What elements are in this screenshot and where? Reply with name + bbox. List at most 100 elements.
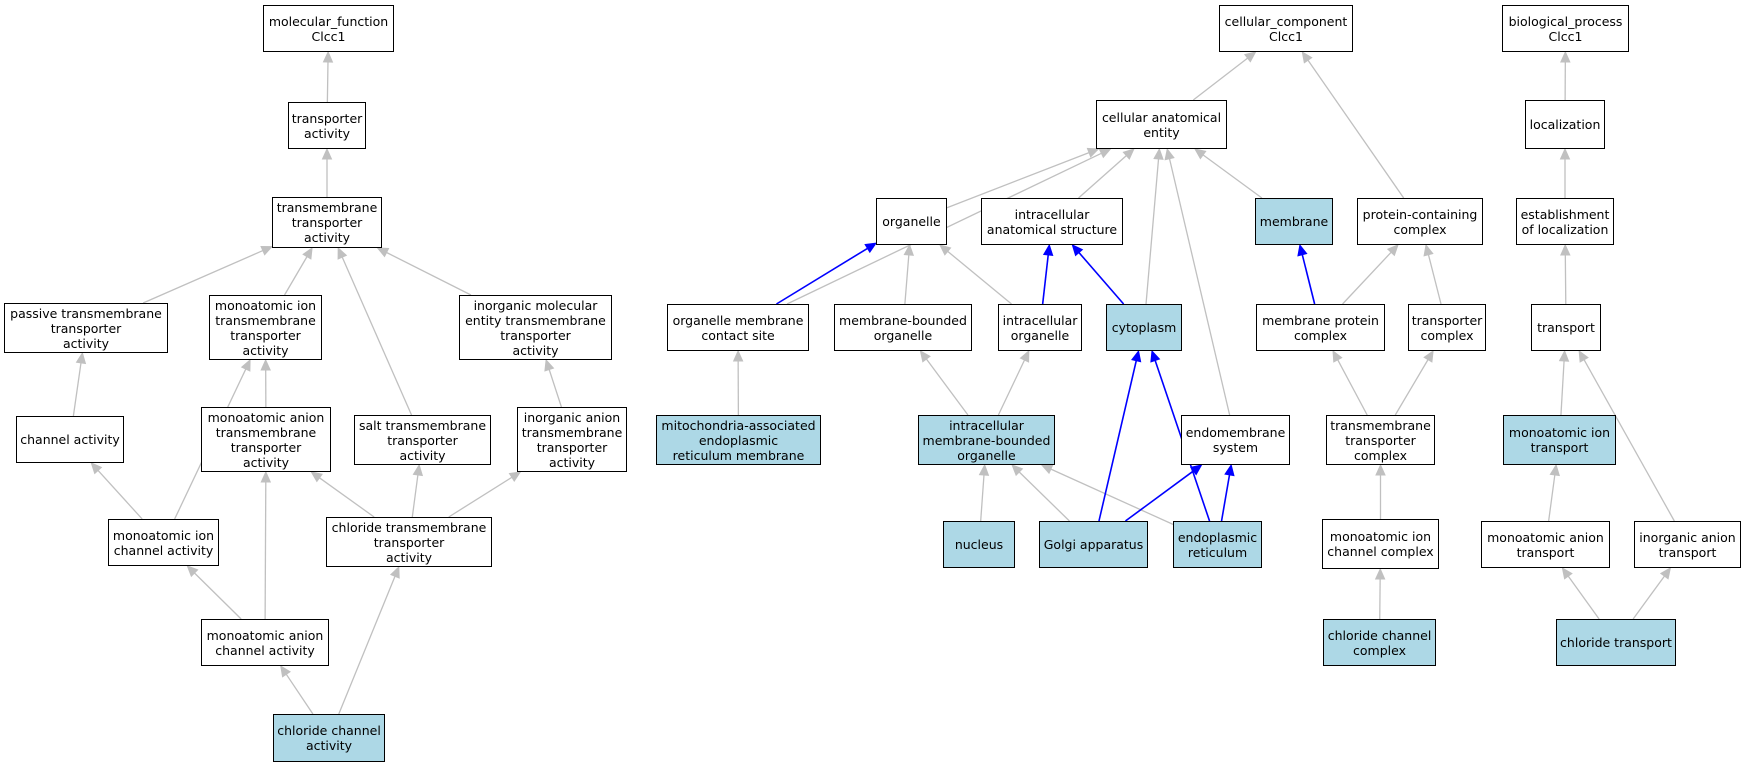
arrowhead-icon bbox=[1560, 50, 1571, 63]
node-cc-root[interactable]: cellular_component Clcc1 bbox=[1219, 5, 1353, 52]
arrowhead-icon bbox=[1011, 464, 1024, 477]
node-label: inorganic molecular entity transmembrane… bbox=[465, 297, 606, 358]
node-monoatomic-anion-tm[interactable]: monoatomic anion transmembrane transport… bbox=[201, 407, 331, 472]
node-label: endoplasmic reticulum bbox=[1177, 529, 1258, 560]
edge-er-to-intracellular_mb_organelle bbox=[1050, 468, 1174, 525]
edge-monoatomic_anion_channel-to-monoatomic_anion_tm bbox=[264, 481, 267, 620]
node-monoatomic-ion-tm[interactable]: monoatomic ion transmembrane transporter… bbox=[209, 295, 322, 360]
node-label: mitochondria-associated endoplasmic reti… bbox=[661, 417, 816, 463]
node-mam[interactable]: mitochondria-associated endoplasmic reti… bbox=[656, 415, 821, 465]
node-membrane-protein-complex[interactable]: membrane protein complex bbox=[1256, 304, 1385, 351]
node-mf-root[interactable]: molecular_function Clcc1 bbox=[263, 5, 394, 52]
node-protein-containing-complex[interactable]: protein-containing complex bbox=[1357, 198, 1483, 245]
arrowhead-icon bbox=[1042, 243, 1054, 257]
node-label: establishment of localization bbox=[1520, 206, 1610, 237]
node-organelle-membrane-contact-site[interactable]: organelle membrane contact site bbox=[667, 304, 809, 351]
node-passive-tm[interactable]: passive transmembrane transporter activi… bbox=[4, 303, 168, 353]
arrowhead-icon bbox=[1375, 463, 1386, 476]
node-er[interactable]: endoplasmic reticulum bbox=[1173, 521, 1262, 568]
node-cellular-anatomical-entity[interactable]: cellular anatomical entity bbox=[1096, 100, 1227, 149]
node-label: protein-containing complex bbox=[1362, 206, 1478, 237]
node-monoatomic-ion-channel[interactable]: monoatomic ion channel activity bbox=[108, 519, 219, 566]
arrowhead-icon bbox=[1164, 147, 1175, 161]
node-label: localization bbox=[1529, 117, 1601, 132]
node-chloride-transport[interactable]: chloride transport bbox=[1556, 619, 1676, 666]
node-inorganic-anion-transport[interactable]: inorganic anion transport bbox=[1634, 521, 1741, 568]
edge-intracellular_anatomical_structure-to-cellular_anatomical_entity bbox=[1078, 155, 1127, 199]
arrowhead-icon bbox=[732, 349, 744, 362]
node-channel-activity[interactable]: channel activity bbox=[16, 416, 124, 463]
arrowhead-icon bbox=[1150, 349, 1161, 363]
node-salt-tm[interactable]: salt transmembrane transporter activity bbox=[354, 415, 491, 465]
arrowhead-icon bbox=[1131, 349, 1142, 363]
node-chloride-channel-complex[interactable]: chloride channel complex bbox=[1323, 619, 1436, 666]
node-monoatomic-ion-channel-complex[interactable]: monoatomic ion channel complex bbox=[1322, 519, 1439, 569]
node-label: chloride transport bbox=[1560, 635, 1672, 650]
arrowhead-icon bbox=[1153, 147, 1164, 160]
node-inorganic-anion-tm[interactable]: inorganic anion transmembrane transporte… bbox=[517, 407, 627, 472]
edge-organelle-to-cellular_anatomical_entity bbox=[946, 152, 1090, 209]
node-monoatomic-ion-transport[interactable]: monoatomic ion transport bbox=[1503, 415, 1616, 465]
node-golgi[interactable]: Golgi apparatus bbox=[1039, 521, 1148, 568]
node-intracellular-organelle[interactable]: intracellular organelle bbox=[998, 304, 1082, 351]
arrowhead-icon bbox=[1224, 463, 1235, 477]
arrowhead-icon bbox=[321, 147, 333, 160]
arrowhead-icon bbox=[1122, 148, 1135, 160]
node-transporter-complex[interactable]: transporter complex bbox=[1408, 304, 1486, 351]
node-label: organelle membrane contact site bbox=[672, 312, 804, 343]
node-membrane[interactable]: membrane bbox=[1255, 198, 1333, 245]
node-label: transmembrane transporter activity bbox=[276, 200, 378, 245]
arrowhead-icon bbox=[186, 565, 199, 578]
arrowhead-icon bbox=[1098, 148, 1112, 159]
node-transporter-activity[interactable]: transporter activity bbox=[288, 102, 366, 149]
node-tm-transporter-activity[interactable]: transmembrane transporter activity bbox=[272, 197, 382, 248]
arrowhead-icon bbox=[260, 470, 272, 483]
node-establishment-of-localization[interactable]: establishment of localization bbox=[1516, 198, 1614, 245]
node-localization[interactable]: localization bbox=[1525, 100, 1605, 149]
node-monoatomic-anion-channel[interactable]: monoatomic anion channel activity bbox=[201, 619, 329, 666]
node-label: inorganic anion transmembrane transporte… bbox=[521, 409, 623, 470]
node-monoatomic-anion-transport[interactable]: monoatomic anion transport bbox=[1481, 521, 1610, 568]
node-inorganic-molecular-tm[interactable]: inorganic molecular entity transmembrane… bbox=[459, 295, 612, 360]
node-label: endomembrane system bbox=[1185, 425, 1286, 455]
node-chloride-channel-activity[interactable]: chloride channel activity bbox=[273, 714, 385, 762]
node-label: organelle bbox=[882, 214, 941, 229]
edge-nucleus-to-intracellular_mb_organelle bbox=[980, 474, 985, 522]
node-organelle[interactable]: organelle bbox=[876, 198, 947, 245]
node-chloride-tm[interactable]: chloride transmembrane transporter activ… bbox=[326, 517, 492, 567]
edge-membrane-to-cellular_anatomical_entity bbox=[1202, 154, 1263, 199]
edge-protein_containing_complex-to-cc_root bbox=[1307, 59, 1405, 199]
node-label: monoatomic anion channel activity bbox=[206, 627, 324, 658]
node-membrane-bounded-organelle[interactable]: membrane-bounded organelle bbox=[834, 304, 972, 351]
node-label: monoatomic ion transmembrane transporter… bbox=[214, 297, 317, 358]
node-label: membrane bbox=[1259, 214, 1329, 229]
node-transport[interactable]: transport bbox=[1531, 304, 1601, 351]
node-cytoplasm[interactable]: cytoplasm bbox=[1106, 304, 1182, 351]
edge-intracellular_organelle-to-organelle bbox=[947, 250, 1012, 305]
node-tm-transporter-complex[interactable]: transmembrane transporter complex bbox=[1326, 415, 1435, 465]
node-bp-root[interactable]: biological_process Clcc1 bbox=[1502, 5, 1629, 52]
edge-chloride_tm-to-inorganic_anion_tm bbox=[448, 476, 513, 518]
node-endomembrane-system[interactable]: endomembrane system bbox=[1181, 415, 1290, 465]
node-nucleus[interactable]: nucleus bbox=[943, 521, 1015, 568]
arrowhead-icon bbox=[1243, 51, 1257, 63]
edge-golgi-to-endomembrane_system bbox=[1124, 470, 1194, 522]
arrowhead-icon bbox=[1549, 463, 1560, 477]
arrowhead-icon bbox=[1193, 148, 1207, 160]
edge-cytoplasm-to-cellular_anatomical_entity bbox=[1145, 158, 1160, 305]
node-label: intracellular membrane-bounded organelle bbox=[922, 417, 1051, 463]
node-intracellular-mb-organelle[interactable]: intracellular membrane-bounded organelle bbox=[918, 415, 1055, 465]
arrowhead-icon bbox=[1578, 349, 1589, 363]
edge-chloride_tm-to-monoatomic_anion_tm bbox=[319, 477, 375, 518]
arrowhead-icon bbox=[1558, 349, 1570, 362]
arrowhead-icon bbox=[1560, 243, 1571, 256]
edge-chloride_transport-to-monoatomic_anion_transport bbox=[1567, 575, 1600, 620]
edge-passive_tm-to-tm_transporter_activity bbox=[142, 249, 264, 304]
edge-tm_transporter_complex-to-membrane_protein_complex bbox=[1337, 359, 1368, 416]
node-intracellular-anatomical-structure[interactable]: intracellular anatomical structure bbox=[981, 198, 1123, 245]
edge-monoatomic_ion_tm-to-tm_transporter_activity bbox=[283, 256, 308, 296]
arrowhead-icon bbox=[1374, 567, 1386, 580]
arrowhead-icon bbox=[260, 358, 271, 371]
arrowhead-icon bbox=[376, 247, 390, 258]
